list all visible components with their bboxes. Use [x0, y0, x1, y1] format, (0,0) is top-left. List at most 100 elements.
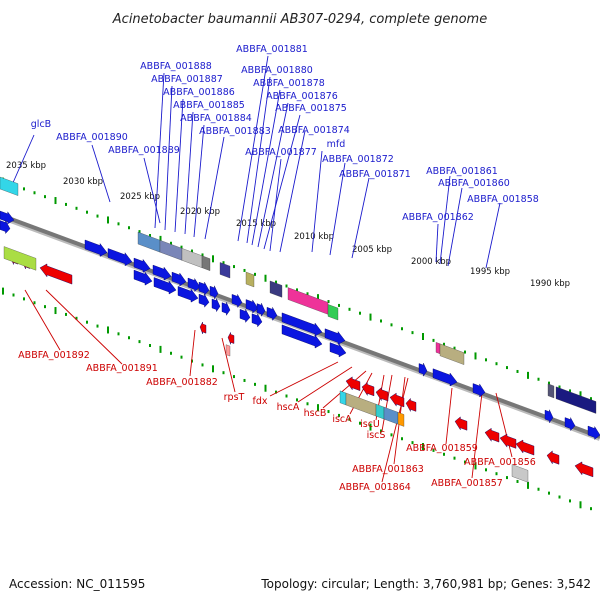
forward-leader-line: [184, 111, 194, 235]
reverse-gene-label: iscS: [367, 430, 386, 441]
reverse-gene-arrow: [39, 263, 73, 285]
forward-leader-line: [154, 72, 165, 229]
forward-gene-arrow: [133, 269, 153, 286]
domain-block: [383, 406, 399, 425]
reverse-leader-line: [381, 374, 393, 432]
forward-gene-label: ABBFA_001884: [180, 113, 252, 124]
forward-leader-line: [143, 157, 161, 224]
forward-gene-arrow: [324, 328, 346, 345]
reverse-gene-label: hscB: [304, 408, 327, 419]
forward-leader-line: [279, 130, 306, 253]
reverse-gene-arrow: [361, 382, 375, 397]
forward-gene-arrow: [256, 303, 266, 317]
kbp-label: 2020 kbp: [180, 207, 220, 217]
forward-gene-label: ABBFA_001886: [163, 87, 235, 98]
forward-gene-label: ABBFA_001862: [402, 212, 474, 223]
forward-gene-arrow: [221, 302, 231, 316]
forward-gene-arrow: [266, 307, 278, 321]
domain-block: [511, 464, 529, 483]
forward-gene-label: ABBFA_001875: [275, 103, 347, 114]
topology-text: Topology: circular; Length: 3,760,981 bp…: [261, 577, 591, 591]
reverse-leader-line: [471, 392, 483, 479]
forward-gene-label: ABBFA_001872: [322, 154, 394, 165]
reverse-gene-label: ABBFA_001891: [86, 363, 158, 374]
forward-gene-label: ABBFA_001888: [140, 61, 212, 72]
reverse-tick-track: [2, 287, 592, 511]
domain-block: [225, 344, 231, 357]
kbp-label: 2035 kbp: [6, 161, 46, 171]
forward-gene-arrow: [171, 271, 187, 287]
domain-block: [245, 271, 255, 288]
forward-gene-arrow: [231, 294, 243, 308]
domain-block: [201, 255, 211, 271]
reverse-gene-label: ABBFA_001859: [406, 443, 478, 454]
forward-gene-label: ABBFA_001874: [278, 125, 350, 136]
forward-leader-line: [447, 187, 463, 267]
forward-leader-line: [329, 162, 346, 256]
protein-domain-blocks: [0, 176, 597, 483]
accession-text: Accession: NC_011595: [9, 577, 146, 591]
forward-gene-label: ABBFA_001860: [438, 178, 510, 189]
kbp-label: 2000 kbp: [411, 257, 451, 267]
forward-genes: [0, 210, 600, 440]
forward-gene-arrow: [133, 257, 151, 273]
domain-block: [339, 390, 347, 406]
forward-gene-arrow: [153, 277, 177, 295]
reverse-gene-label: ABBFA_001863: [352, 464, 424, 475]
domain-block: [0, 176, 19, 196]
forward-leader-line: [485, 202, 501, 269]
reverse-gene-label: ABBFA_001864: [339, 482, 411, 493]
forward-gene-label: ABBFA_001878: [253, 78, 325, 89]
domain-block: [219, 262, 231, 279]
forward-gene-label: ABBFA_001889: [108, 145, 180, 156]
forward-gene-label: glcB: [31, 119, 51, 130]
forward-gene-arrow: [107, 248, 133, 267]
forward-leader-line: [263, 114, 301, 250]
forward-gene-arrow: [544, 409, 554, 424]
domain-block: [375, 403, 385, 420]
reverse-gene-arrow: [227, 332, 235, 345]
forward-gene-arrow: [329, 342, 347, 358]
reverse-leader-line: [189, 329, 196, 377]
reverse-leader-line: [297, 366, 353, 403]
forward-gene-arrow: [472, 383, 486, 398]
domain-block: [547, 383, 555, 399]
domain-block: [555, 386, 597, 414]
domain-block: [287, 287, 329, 315]
kbp-label: 2030 kbp: [63, 177, 103, 187]
forward-leader-line: [246, 76, 271, 244]
forward-gene-label: ABBFA_001877: [245, 147, 317, 158]
reverse-leader-line: [221, 337, 236, 393]
forward-leader-line: [435, 223, 439, 263]
reverse-gene-arrow: [515, 439, 535, 456]
forward-gene-label: ABBFA_001858: [467, 194, 539, 205]
reverse-gene-label: hscA: [277, 402, 300, 413]
forward-gene-arrow: [84, 239, 108, 257]
domain-block: [397, 412, 405, 427]
forward-gene-label: ABBFA_001883: [199, 126, 271, 137]
reverse-gene-arrow: [375, 387, 389, 402]
forward-gene-arrow: [564, 417, 576, 432]
reverse-leader-line: [445, 387, 453, 445]
forward-gene-arrow: [211, 298, 221, 313]
domain-block: [435, 342, 441, 355]
forward-leader-line: [257, 102, 289, 248]
reverse-gene-label: fdx: [253, 396, 268, 407]
reverse-leader-line: [495, 392, 513, 458]
reverse-gene-arrow: [454, 416, 468, 431]
forward-gene-arrow: [281, 324, 323, 349]
forward-gene-label: ABBFA_001881: [236, 44, 308, 55]
forward-gene-arrow: [198, 293, 210, 308]
forward-leader-line: [439, 175, 451, 265]
forward-gene-arrow: [281, 312, 323, 337]
reverse-gene-labels: ABBFA_001892ABBFA_001891ABBFA_001882rpsT…: [18, 350, 536, 493]
reverse-leader-line: [24, 289, 61, 351]
reverse-leader-line: [45, 289, 123, 365]
forward-leader-line: [269, 158, 282, 252]
forward-gene-arrow: [418, 363, 428, 377]
forward-leader-line: [204, 136, 225, 240]
forward-gene-arrow: [0, 220, 11, 235]
forward-gene-label: ABBFA_001871: [339, 169, 411, 180]
kbp-label: 2010 kbp: [294, 232, 334, 242]
kbp-label: 2005 kbp: [352, 245, 392, 255]
